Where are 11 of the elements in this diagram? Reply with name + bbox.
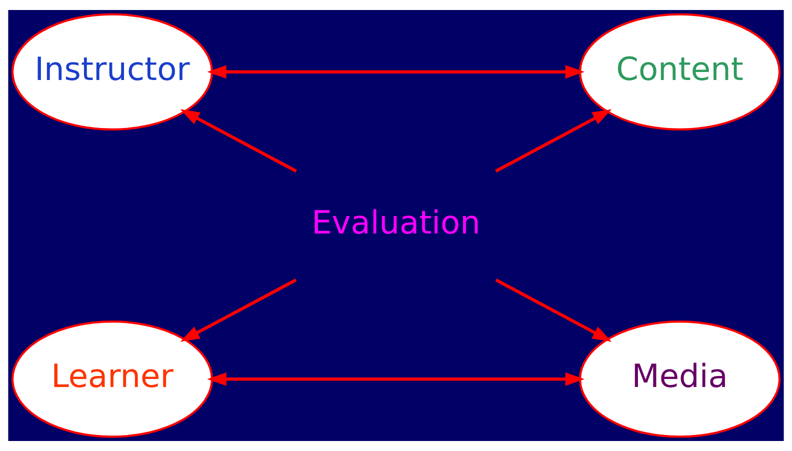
node-text: Evaluation <box>312 204 480 242</box>
arrow <box>207 65 585 79</box>
node-ellipse: Media <box>578 320 781 438</box>
arrow <box>207 372 585 386</box>
node-ellipse: Instructor <box>11 13 214 131</box>
node-ellipse: Learner <box>11 320 214 438</box>
node-ellipse: Content <box>578 13 781 131</box>
arrow <box>180 278 297 342</box>
arrow <box>495 109 612 173</box>
arrow <box>495 278 612 342</box>
arrow <box>180 109 297 173</box>
